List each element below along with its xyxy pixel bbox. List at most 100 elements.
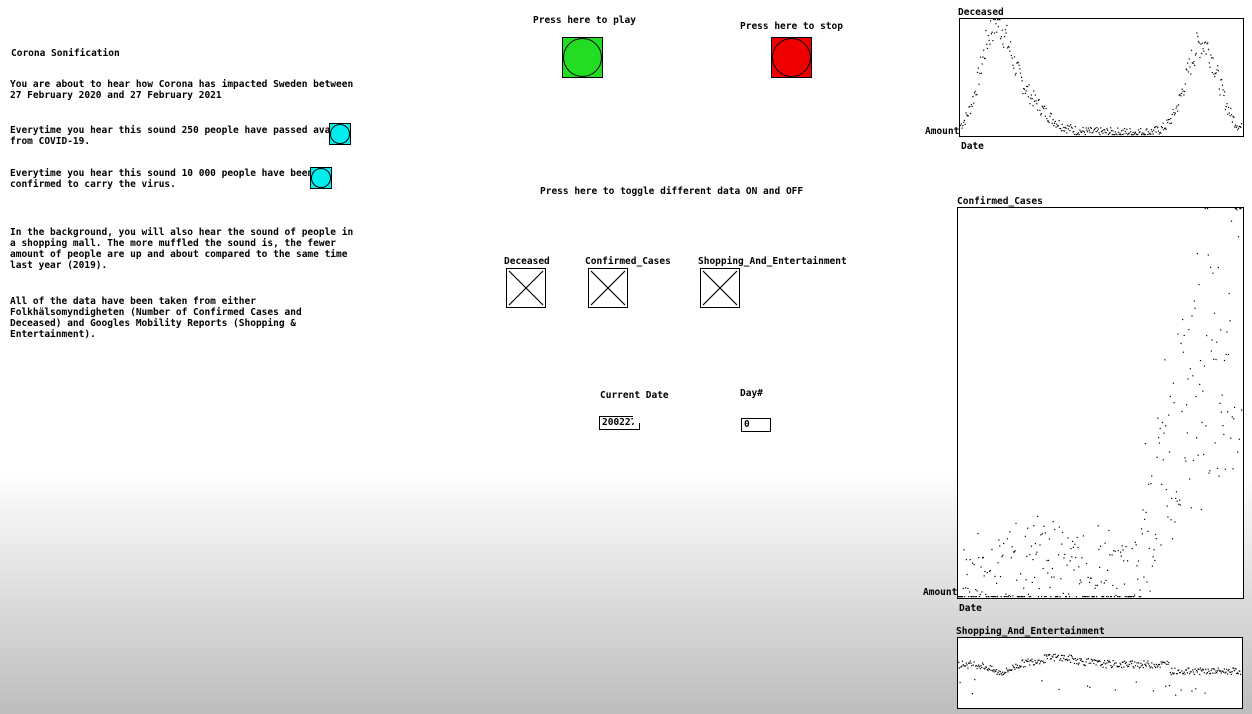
plot-point bbox=[1191, 49, 1193, 51]
plot-point bbox=[1058, 120, 1060, 122]
plot-point bbox=[1088, 596, 1090, 598]
background-text: In the background, you will also hear th… bbox=[10, 227, 354, 271]
plot-point bbox=[1100, 127, 1102, 129]
plot-point bbox=[1062, 592, 1064, 594]
plot-point bbox=[980, 664, 982, 667]
plot-point bbox=[977, 67, 979, 69]
plot-point bbox=[1013, 666, 1015, 669]
plot-point bbox=[1131, 663, 1133, 665]
plot-point bbox=[1090, 662, 1092, 664]
plot-point bbox=[992, 596, 995, 598]
plot-point bbox=[961, 660, 964, 662]
plot-point bbox=[1107, 134, 1109, 136]
plot-point bbox=[1017, 667, 1019, 669]
deceased-sound-bang[interactable] bbox=[329, 123, 351, 145]
plot-point bbox=[1021, 596, 1023, 598]
graph-confirmed[interactable] bbox=[957, 207, 1244, 599]
plot-point bbox=[1173, 402, 1175, 404]
plot-point bbox=[1015, 72, 1017, 74]
plot-point bbox=[1100, 664, 1103, 666]
plot-point bbox=[1112, 584, 1114, 586]
plot-point bbox=[1038, 588, 1040, 590]
plot-point bbox=[1074, 126, 1076, 128]
stop-button[interactable] bbox=[771, 37, 812, 78]
plot-point bbox=[1025, 90, 1027, 92]
plot-point bbox=[1100, 665, 1102, 667]
plot-point bbox=[1206, 673, 1208, 675]
plot-point bbox=[1110, 596, 1112, 598]
toggle-confirmed[interactable] bbox=[588, 268, 628, 308]
plot-point bbox=[1220, 79, 1222, 81]
plot-point bbox=[1199, 383, 1201, 385]
plot-point bbox=[1076, 536, 1078, 539]
confirmed-sound-bang[interactable] bbox=[310, 167, 332, 189]
plot-point bbox=[1202, 668, 1204, 670]
plot-point bbox=[1175, 491, 1178, 493]
toggle-shopping[interactable] bbox=[700, 268, 740, 308]
graph-title-deceased: Deceased bbox=[958, 7, 1004, 18]
plot-point bbox=[1106, 128, 1108, 130]
graph-deceased[interactable] bbox=[959, 18, 1244, 137]
plot-point bbox=[1185, 669, 1188, 671]
current-date-numbox[interactable]: 200227 bbox=[599, 416, 640, 430]
play-button[interactable] bbox=[562, 37, 603, 78]
plot-point bbox=[1064, 659, 1066, 661]
plot-point bbox=[1073, 133, 1076, 135]
plot-point bbox=[1178, 503, 1180, 505]
plot-point bbox=[1086, 596, 1088, 598]
plot-point bbox=[1215, 358, 1217, 361]
plot-point bbox=[1192, 669, 1194, 671]
plot-point bbox=[1065, 127, 1067, 129]
plot-point bbox=[1103, 596, 1105, 598]
plot-point bbox=[1137, 578, 1139, 580]
plot-point bbox=[1129, 596, 1131, 598]
plot-point bbox=[1200, 508, 1202, 511]
plot-point bbox=[1087, 131, 1089, 133]
plot-point bbox=[1005, 593, 1007, 595]
plot-point bbox=[1221, 670, 1223, 672]
plot-point bbox=[1126, 664, 1128, 666]
graph-shopping[interactable] bbox=[957, 637, 1243, 709]
plot-point bbox=[1037, 109, 1039, 111]
day-value: 0 bbox=[744, 419, 750, 430]
plot-point bbox=[986, 668, 988, 670]
plot-point bbox=[1199, 360, 1202, 362]
plot-point bbox=[1090, 127, 1092, 129]
plot-point bbox=[1186, 404, 1188, 406]
plot-point bbox=[1090, 577, 1092, 579]
plot-point bbox=[982, 557, 984, 559]
plot-point bbox=[1165, 685, 1167, 687]
plot-point bbox=[974, 90, 976, 93]
plot-point bbox=[1078, 662, 1080, 664]
plot-point bbox=[1177, 110, 1179, 112]
plot-point bbox=[1080, 658, 1082, 660]
plot-point bbox=[998, 539, 1000, 541]
plot-point bbox=[993, 32, 996, 34]
plot-point bbox=[1171, 113, 1173, 115]
day-numbox[interactable]: 0 bbox=[741, 418, 771, 432]
plot-point bbox=[1173, 672, 1175, 674]
plot-point bbox=[1213, 668, 1215, 670]
plot-point bbox=[1033, 100, 1036, 102]
plot-point bbox=[978, 83, 980, 85]
plot-point bbox=[1008, 46, 1010, 48]
toggle-deceased[interactable] bbox=[506, 268, 546, 308]
plot-point bbox=[1128, 596, 1130, 598]
plot-point bbox=[994, 575, 996, 577]
plot-point bbox=[975, 665, 977, 667]
plot-point bbox=[1215, 670, 1217, 672]
plot-point bbox=[1165, 425, 1167, 427]
plot-point bbox=[1014, 74, 1016, 76]
plot-point bbox=[1096, 127, 1098, 129]
plot-point bbox=[1037, 659, 1039, 661]
plot-point bbox=[1239, 126, 1241, 128]
plot-point bbox=[1216, 69, 1218, 71]
plot-point bbox=[1005, 672, 1007, 674]
plot-point bbox=[1206, 208, 1209, 210]
plot-point bbox=[1083, 664, 1086, 666]
plot-point bbox=[1015, 663, 1017, 665]
plot-point bbox=[1085, 596, 1087, 598]
plot-point bbox=[960, 596, 962, 598]
plot-point bbox=[1138, 662, 1140, 664]
plot-point bbox=[1152, 690, 1154, 692]
